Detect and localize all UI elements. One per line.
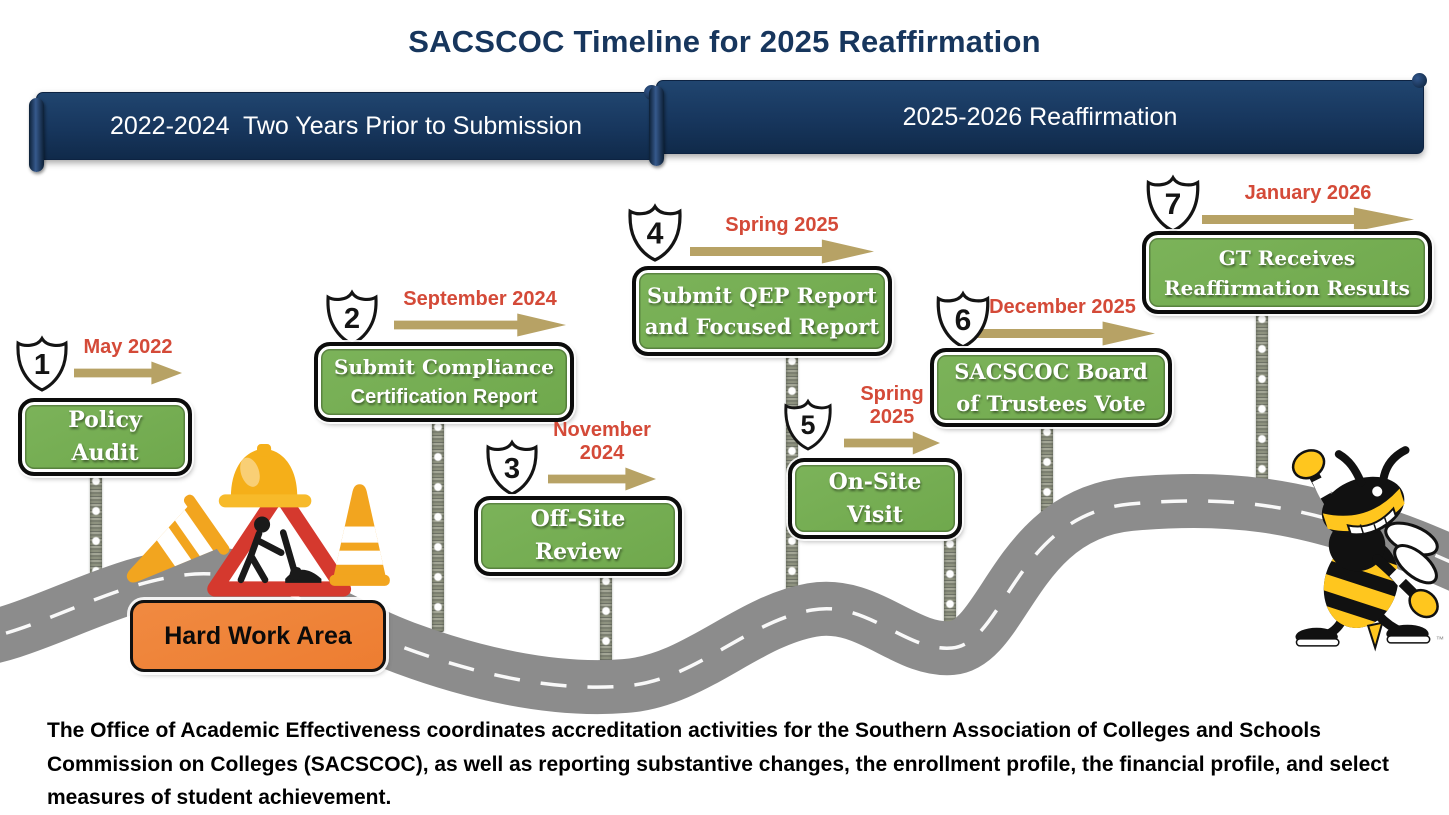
phase-banner-prior-label: 2022-2024 Two Years Prior to Submission: [109, 111, 583, 140]
milestone-number: 4: [647, 217, 664, 250]
milestone-number: 3: [504, 453, 520, 485]
milestone-date-line: Spring 2025: [725, 214, 839, 236]
route-shield-icon: 3: [486, 439, 538, 496]
timeline-arrow-icon: [1202, 207, 1414, 232]
milestone-label-line: SACSCOC Board: [954, 359, 1148, 384]
milestone-sign: SACSCOC Board of Trustees Vote: [930, 348, 1172, 427]
milestone-date-line: 2024: [579, 442, 625, 464]
milestone-label-line: On-Site: [828, 468, 922, 495]
timeline-arrow-icon: [74, 361, 182, 385]
milestone-label-line: Audit: [71, 440, 139, 466]
sign-post: [90, 466, 102, 588]
milestone-date: January 2026: [1245, 182, 1372, 205]
hard-hat-icon: [218, 444, 312, 508]
trademark-symbol: ™: [1436, 635, 1444, 644]
milestone-date-line: September 2024: [403, 288, 557, 310]
timeline-arrow-icon: [548, 467, 656, 491]
milestone-date-line: May 2022: [83, 336, 173, 358]
milestone-label-line: Certification Report: [350, 386, 538, 408]
buzz-mascot: ™: [1291, 446, 1444, 652]
phase-banner-prior: 2022-2024 Two Years Prior to Submission: [29, 85, 659, 172]
route-shield-icon: 6: [936, 290, 990, 349]
milestone-date: December 2025: [989, 296, 1136, 319]
timeline-arrow-icon: [844, 431, 940, 455]
milestone-number: 7: [1165, 188, 1182, 221]
timeline-arrow-icon: [690, 239, 874, 264]
phase-banner-reaffirmation-label: 2025-2026 Reaffirmation: [902, 102, 1178, 131]
milestone-date-line: 2025: [869, 406, 915, 428]
route-shield-icon: 5: [784, 398, 832, 451]
milestone-label-line: and Focused Report: [644, 314, 880, 339]
milestone-date: Spring 2025: [725, 214, 838, 237]
route-shield-icon: 7: [1146, 174, 1200, 233]
page-title: SACSCOC Timeline for 2025 Reaffirmation: [408, 24, 1041, 59]
hard-work-area-label: Hard Work Area: [164, 621, 352, 650]
milestone-number: 6: [955, 304, 972, 337]
milestone-number: 2: [344, 303, 360, 335]
sign-post: [944, 529, 956, 651]
traffic-cone-standing-icon: [329, 484, 390, 586]
sign-post: [1256, 304, 1268, 502]
milestone-date: May 2022: [84, 336, 173, 359]
route-shield-icon: 4: [628, 203, 682, 262]
milestone-label-line: Visit: [847, 501, 903, 528]
milestone-date-line: December 2025: [989, 296, 1136, 318]
footer-text: The Office of Academic Effectiveness coo…: [47, 719, 1389, 810]
milestone-date-line: November: [553, 419, 651, 441]
milestone-label-line: Policy: [68, 407, 142, 433]
milestone-label-line: Reaffirmation Results: [1164, 275, 1410, 300]
sign-post: [600, 566, 612, 696]
hard-work-area-sign: Hard Work Area: [130, 600, 386, 672]
milestone-label-line: GT Receives: [1218, 245, 1356, 270]
route-shield-icon: 2: [326, 289, 378, 346]
route-shield-icon: 1: [16, 335, 68, 392]
timeline-arrow-icon: [970, 321, 1155, 346]
milestone-number: 1: [34, 349, 50, 381]
milestone-label-line: of Trustees Vote: [956, 390, 1146, 416]
phase-banner-reaffirmation: 2025-2026 Reaffirmation: [649, 73, 1427, 166]
milestone-date-line: Spring: [860, 383, 924, 405]
milestone-label-line: Submit QEP Report: [647, 282, 877, 308]
milestone-label-line: Off-Site: [530, 506, 626, 532]
milestone-label-line: Review: [534, 539, 622, 565]
milestone-label-line: Submit Compliance: [334, 355, 554, 379]
sign-post: [432, 412, 444, 632]
milestone-date: September 2024: [403, 288, 556, 311]
timeline-arrow-icon: [394, 313, 566, 337]
milestone-sign: Submit QEP Report and Focused Report: [632, 266, 892, 356]
sign-post: [1041, 417, 1053, 549]
milestone-date-line: January 2026: [1244, 182, 1372, 204]
milestone-number: 5: [801, 410, 816, 440]
